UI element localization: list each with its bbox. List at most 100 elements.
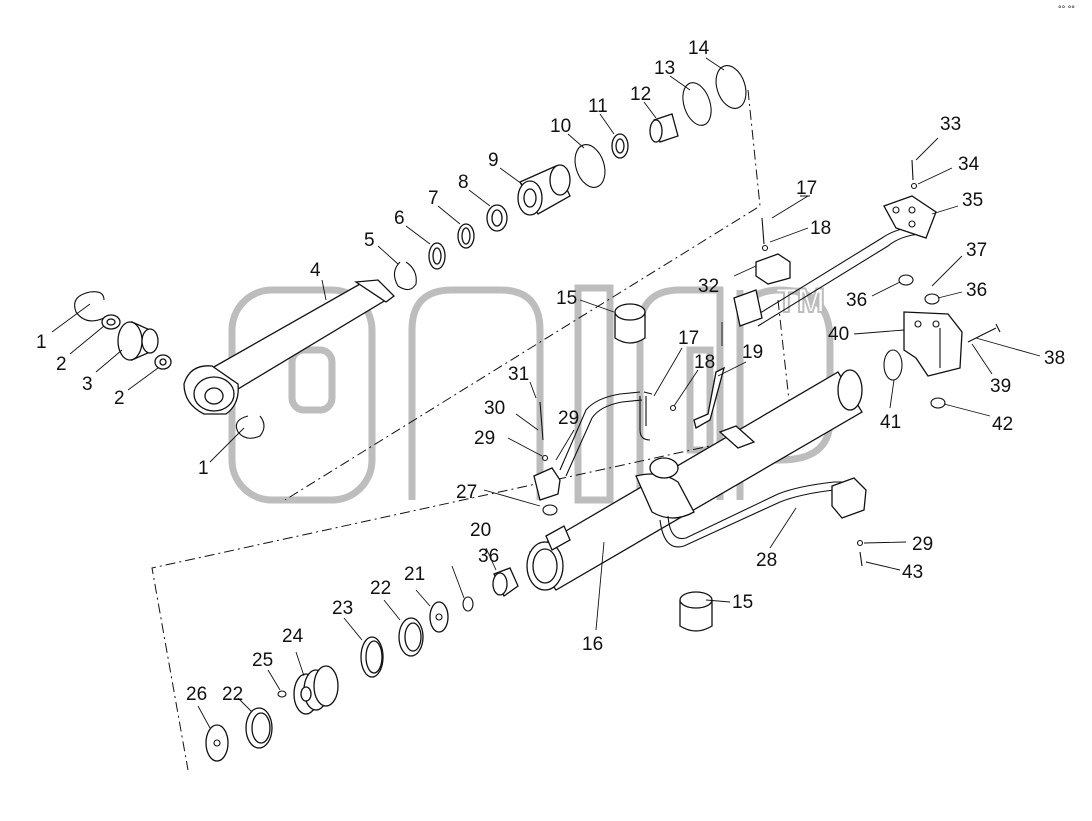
part-8-seal	[486, 204, 508, 232]
callout-label: 29	[558, 408, 579, 429]
callout-labels: 1 1 2 2 3 4 5 6 7 8 9 10 11 12 13 14 15 …	[36, 38, 1065, 705]
corner-mark: °° °°	[1058, 4, 1075, 14]
callout-label: 1	[36, 332, 47, 353]
callout-label: 32	[698, 276, 719, 297]
callout-label: 22	[370, 578, 391, 599]
part-27-block	[533, 467, 561, 516]
callout-label: 26	[186, 684, 207, 705]
callout-label: 29	[912, 534, 933, 555]
part-16-cylinder-barrel	[526, 369, 863, 591]
callout-label: 18	[694, 352, 715, 373]
part-9-gland	[517, 164, 571, 216]
callout-label: 9	[488, 150, 499, 171]
part-35-block	[883, 195, 937, 239]
part-11-seal	[611, 133, 629, 159]
callout-label: 13	[654, 58, 675, 79]
part-5-ring	[393, 261, 417, 291]
part-22-ring-upper	[398, 617, 424, 657]
part-36-o-ring-lower	[462, 596, 474, 612]
callout-label: 14	[688, 38, 710, 59]
callout-label: 38	[1044, 348, 1065, 369]
callout-label: 16	[582, 634, 603, 655]
assembly-guides	[151, 89, 793, 771]
part-7-seal	[457, 223, 475, 249]
callout-label: 27	[456, 482, 477, 503]
callout-label: 17	[678, 328, 699, 349]
callout-label: 10	[550, 116, 571, 137]
part-15-bearing-top	[614, 303, 646, 344]
part-3-bushing	[117, 320, 159, 362]
callout-label: 23	[332, 598, 353, 619]
callout-label: 2	[114, 388, 125, 409]
callout-label: 6	[394, 208, 405, 229]
callout-label: 2	[56, 354, 67, 375]
callout-label: 12	[630, 84, 651, 105]
callout-label: 5	[364, 230, 375, 251]
callout-label: 19	[742, 342, 763, 363]
fasteners	[539, 159, 918, 567]
part-25-pin	[277, 690, 287, 698]
callout-label: 17	[796, 178, 817, 199]
part-20-nut	[492, 567, 519, 597]
part-22-ring-lower	[245, 707, 273, 749]
callout-label: 15	[732, 592, 753, 613]
tube-upper	[559, 391, 651, 477]
part-28-flange	[831, 477, 867, 519]
callout-label: 22	[222, 684, 243, 705]
callout-label: 30	[484, 398, 505, 419]
callout-label: 33	[940, 114, 961, 135]
part-24-piston	[293, 665, 339, 715]
callout-label: 20	[470, 520, 491, 541]
part-41-o-ring	[883, 349, 903, 381]
callout-label: 28	[756, 550, 777, 571]
part-36-washer-b	[924, 293, 940, 305]
part-6-seal	[428, 242, 446, 270]
part-1-snap-ring-top	[74, 291, 105, 322]
part-23-ring	[360, 636, 384, 678]
callout-label: 40	[828, 324, 849, 345]
callout-label: 41	[880, 412, 901, 433]
callout-label: 42	[992, 414, 1013, 435]
callout-label: 34	[958, 154, 980, 175]
part-32-clamp	[733, 253, 791, 327]
callout-label: 11	[588, 96, 608, 117]
callout-label: 8	[458, 172, 469, 193]
callout-label: 39	[990, 376, 1011, 397]
callout-label: 15	[556, 288, 577, 309]
part-38-bolt	[967, 323, 1001, 343]
part-26-plate	[205, 724, 229, 762]
leader-lines	[51, 57, 1041, 729]
callout-label: 43	[902, 562, 923, 583]
callout-label: 31	[508, 364, 529, 385]
part-42-washer	[930, 397, 946, 409]
callout-label: 29	[474, 428, 495, 449]
part-40-valve	[903, 311, 963, 377]
callout-label: 25	[252, 650, 273, 671]
callout-label: 21	[404, 564, 425, 585]
part-1-snap-ring-bottom	[235, 415, 265, 439]
callout-label: 37	[966, 240, 987, 261]
part-2-washer-top	[101, 314, 121, 330]
callout-label: 4	[310, 260, 321, 281]
callout-label: 35	[962, 190, 983, 211]
callout-label: 1	[198, 458, 209, 479]
part-15-bearing-bottom	[679, 591, 713, 632]
part-36-washer-a	[898, 274, 914, 286]
callout-label: 7	[428, 188, 439, 209]
part-12-bushing	[649, 113, 679, 143]
part-4-piston-rod	[183, 279, 395, 415]
part-10-o-ring	[574, 144, 606, 188]
callout-label: 24	[282, 626, 304, 647]
callout-label: 18	[810, 218, 831, 239]
part-2-washer-bottom	[154, 354, 172, 370]
part-21-plate	[429, 601, 449, 633]
callout-label: 36	[966, 280, 987, 301]
callout-label: 3	[82, 374, 93, 395]
part-13-o-ring	[682, 82, 712, 126]
part-28-tube	[659, 481, 852, 548]
callout-label: 36	[478, 546, 499, 567]
part-14-backup-ring	[715, 65, 747, 109]
part-19-bracket	[693, 366, 756, 449]
